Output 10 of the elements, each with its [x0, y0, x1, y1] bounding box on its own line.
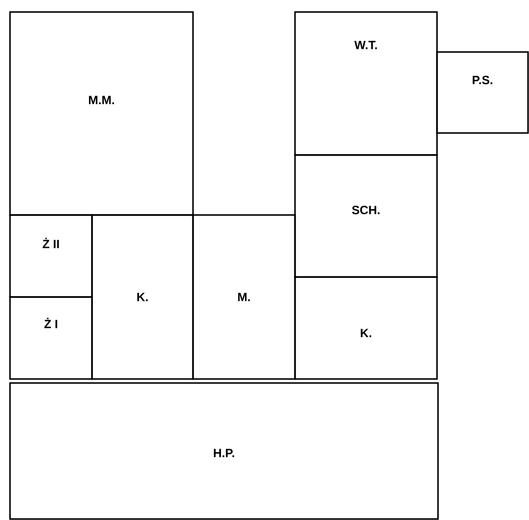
room-box: K.	[294, 276, 438, 380]
room-box: M.	[192, 214, 296, 380]
room-box: SCH.	[294, 154, 438, 278]
room-box: Ż I	[9, 296, 93, 380]
room-box: P.S.	[436, 51, 529, 134]
room-box: K.	[91, 214, 194, 380]
room-box: H.P.	[9, 382, 439, 520]
room-box: W.T.	[294, 11, 438, 156]
room-box: Ż II	[9, 214, 93, 298]
room-box: M.M.	[9, 11, 194, 216]
